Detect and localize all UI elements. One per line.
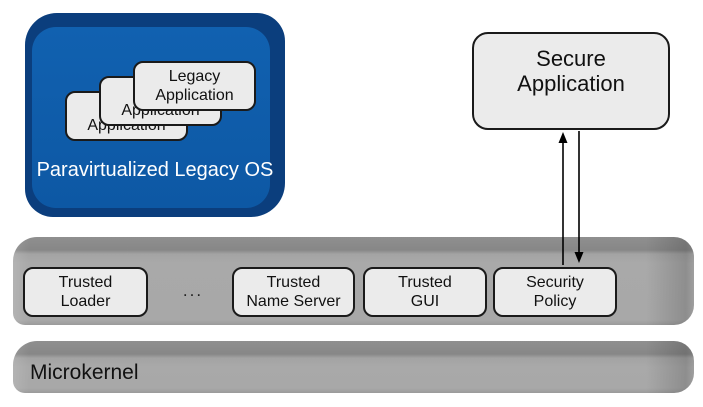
legacy-application-box: Legacy Application [133, 61, 256, 111]
trusted-loader-label-line1: Trusted [58, 274, 113, 291]
legacy-os-box: Legacy Application Legacy Application Le… [25, 13, 285, 217]
microkernel-label: Microkernel [30, 361, 139, 384]
secure-app-label-line2: Application [517, 71, 625, 96]
security-policy-box: Security Policy [493, 267, 617, 317]
legacy-os-label: Paravirtualized Legacy OS [36, 159, 274, 181]
services-ellipsis: ... [182, 281, 204, 300]
trusted-gui-label-line1: Trusted [398, 274, 452, 291]
legacy-app-label-line2: Application [155, 87, 234, 104]
legacy-app-label-line1: Legacy [168, 68, 221, 85]
trusted-name-server-label-line1: Trusted [266, 274, 321, 291]
trusted-name-server-label-line2: Name Server [246, 293, 341, 310]
trusted-gui-label-line2: GUI [410, 293, 440, 310]
security-policy-label-line2: Policy [533, 293, 577, 310]
secure-app-label-line1: Secure [536, 46, 606, 71]
trusted-name-server-box: Trusted Name Server [232, 267, 355, 317]
secure-application-box: Secure Application [472, 32, 670, 130]
security-policy-label-line1: Security [526, 274, 584, 291]
trusted-loader-label-line2: Loader [60, 293, 111, 310]
trusted-loader-box: Trusted Loader [23, 267, 148, 317]
microkernel-bar: Microkernel [13, 341, 694, 393]
trusted-gui-box: Trusted GUI [363, 267, 487, 317]
